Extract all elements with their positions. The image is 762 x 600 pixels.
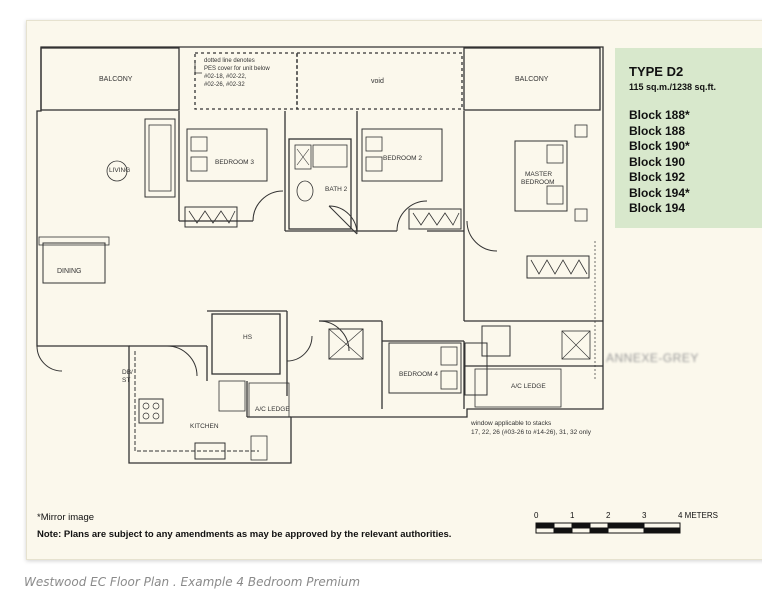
unit-type-panel	[615, 48, 762, 228]
room-label-st: ST	[122, 377, 131, 384]
unit-type-title: TYPE D2	[629, 64, 684, 79]
block-item: Block 192	[629, 170, 686, 184]
room-label-bedroom-3: BEDROOM 3	[215, 159, 255, 166]
room-label-hs: HS	[243, 334, 253, 341]
block-list: Block 188* Block 188 Block 190* Block 19…	[629, 108, 690, 217]
floor-plan-card: BALCONY BALCONY void LIVING DINING BEDRO…	[26, 20, 762, 560]
outer-wall	[36, 46, 604, 464]
balcony-right-outline	[463, 47, 601, 111]
block-item: Block 190	[629, 154, 686, 169]
image-caption: Westwood EC Floor Plan . Example 4 Bedro…	[24, 575, 361, 589]
scale-tick-label: 0	[534, 511, 539, 520]
pes-note-line: #02-18, #02-22,	[204, 74, 247, 80]
room-label-master-line2: BEDROOM	[521, 179, 555, 186]
bed-3	[186, 128, 268, 182]
unit-area: 115 sq.m./1238 sq.ft.	[629, 82, 717, 92]
blurred-stamp: ANNEXE-GREY	[606, 351, 699, 365]
scale-tick-label: 4 METERS	[678, 511, 719, 520]
scale-tick-label: 1	[570, 511, 575, 520]
kitchen-counter	[134, 351, 259, 452]
room-label-ac-ledge-left: A/C LEDGE	[255, 406, 290, 413]
sofa	[144, 118, 176, 198]
floor-plan-drawing	[36, 46, 681, 534]
room-label-living: LIVING	[109, 167, 131, 174]
balcony-left-outline	[40, 47, 180, 111]
pes-note-line: #02-26, #02-32	[204, 82, 245, 88]
room-label-master-line1: MASTER	[525, 171, 553, 178]
block-item: Block 194*	[629, 185, 690, 200]
master-bed	[514, 140, 568, 212]
scale-tick-label: 3	[642, 511, 647, 520]
pes-note: dotted line denotes PES cover for unit b…	[204, 57, 270, 89]
bath-outline	[288, 138, 352, 230]
block-item: Block 190*	[629, 139, 690, 153]
room-label-db: DB/	[122, 369, 133, 376]
wardrobe-master	[526, 255, 590, 279]
pes-note-line: dotted line denotes	[204, 58, 255, 64]
room-label-kitchen: KITCHEN	[190, 423, 219, 430]
wardrobe-3	[184, 206, 238, 228]
block-item: Block 194	[629, 201, 686, 215]
window-note-line: 17, 22, 26 (#03-26 to #14-26), 31, 32 on…	[471, 429, 591, 436]
window-note-line: window applicable to stacks	[471, 420, 552, 427]
scale-bar	[535, 522, 681, 534]
room-label-balcony-right: BALCONY	[515, 76, 549, 83]
wardrobe-2	[408, 208, 462, 230]
room-label-balcony-left: BALCONY	[99, 76, 133, 83]
room-label-bedroom-2: BEDROOM 2	[383, 155, 423, 162]
room-label-bath-2: BATH 2	[325, 186, 348, 193]
room-label-bedroom-4: BEDROOM 4	[399, 371, 439, 378]
dining-table	[42, 242, 106, 284]
bed-2	[361, 128, 443, 182]
ac-ledge-right-outline	[474, 368, 562, 408]
block-item: Block 188	[629, 123, 686, 138]
ac-ledge-left-outline	[248, 382, 290, 418]
room-label-ac-ledge-right: A/C LEDGE	[511, 383, 546, 390]
void-outline	[296, 52, 463, 110]
window-note: window applicable to stacks 17, 22, 26 (…	[471, 419, 591, 437]
room-label-void: void	[371, 78, 384, 85]
disclaimer-note: Note: Plans are subject to any amendment…	[37, 529, 452, 540]
scale-tick-label: 2	[606, 511, 611, 520]
pes-note-line: PES cover for unit below	[204, 66, 270, 72]
mirror-image-note: *Mirror image	[37, 512, 95, 523]
bed-4	[388, 342, 462, 394]
block-item: Block 188*	[629, 108, 690, 122]
room-label-dining: DINING	[57, 268, 82, 275]
hs-outline	[211, 313, 281, 375]
pes-box	[194, 52, 298, 110]
